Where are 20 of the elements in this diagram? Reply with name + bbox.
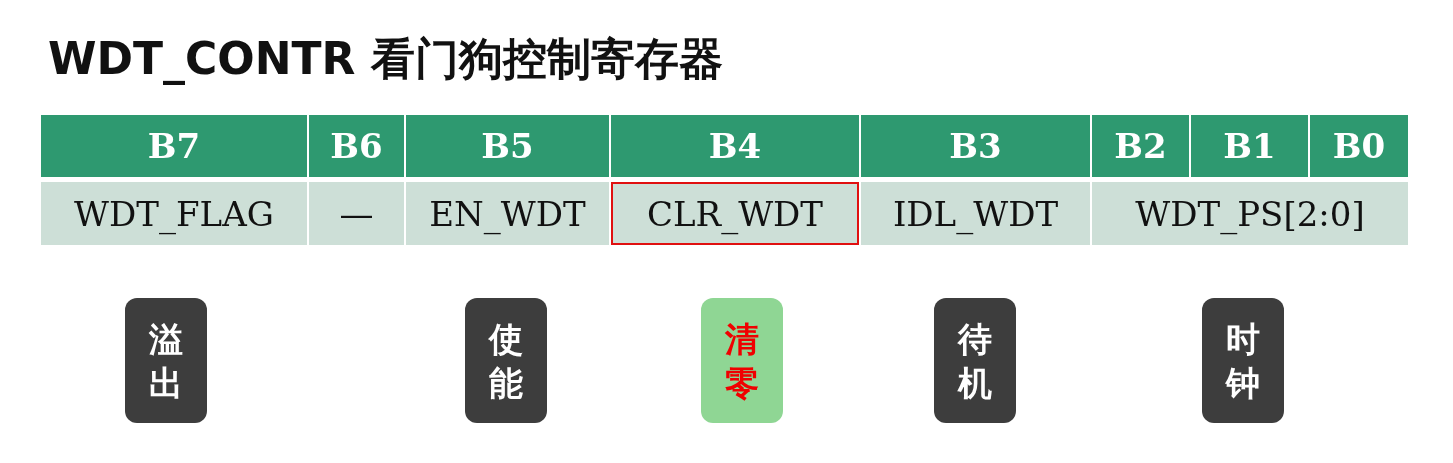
bit-header-cell: B2 [1092,115,1189,177]
bit-header-cell: B5 [406,115,609,177]
tag-box: 清零 [701,298,783,423]
bit-name-cell: CLR_WDT [611,182,859,245]
bit-name-cell: WDT_FLAG [41,182,307,245]
title: WDT_CONTR 看门狗控制寄存器 [48,32,723,87]
bit-header-cell: B4 [611,115,859,177]
tag-box: 待机 [934,298,1016,423]
tag-box: 溢出 [125,298,207,423]
bit-name-cell: WDT_PS[2:0] [1092,182,1408,245]
bit-header-cell: B7 [41,115,307,177]
bit-header-cell: B1 [1191,115,1308,177]
bit-header-cell: B0 [1310,115,1408,177]
bit-header-cell: B6 [309,115,404,177]
bit-name-cell: — [309,182,404,245]
bit-name-cell: IDL_WDT [861,182,1090,245]
tag-box: 使能 [465,298,547,423]
bit-header-cell: B3 [861,115,1090,177]
bit-name-cell: EN_WDT [406,182,609,245]
tag-box: 时钟 [1202,298,1284,423]
